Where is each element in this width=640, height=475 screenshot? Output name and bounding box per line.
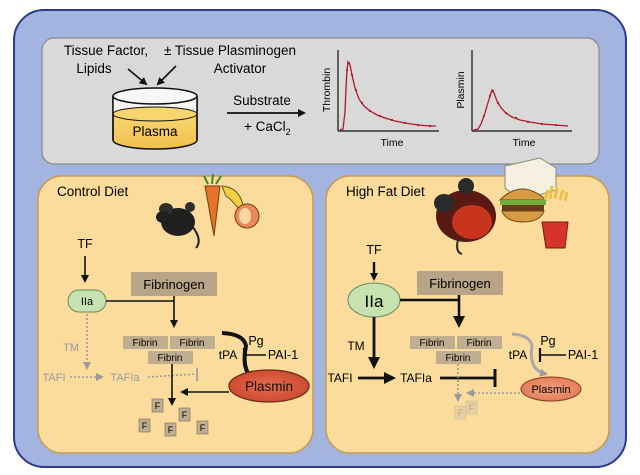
control-plasmin-label: Plasmin [245, 379, 293, 394]
highfat-iia-label: IIa [365, 292, 384, 311]
svg-text:F: F [142, 421, 148, 431]
highfat-tpa: tPA [509, 348, 527, 362]
highfat-title: High Fat Diet [346, 184, 425, 199]
control-plasmin-node [228, 369, 310, 403]
control-fibrin-1-label: Fibrin [132, 338, 157, 349]
control-diet-panel: Control Diet TF IIa Fibrinogen Fi [37, 173, 314, 454]
highfat-fibrin-1 [410, 336, 455, 349]
control-fibrinogen-label: Fibrinogen [143, 277, 204, 292]
highfat-fibrin-2-label: Fibrin [466, 338, 491, 349]
plasmin-points [482, 89, 558, 127]
highfat-fibrin-1-label: Fibrin [419, 338, 444, 349]
control-fibrin-3 [148, 351, 193, 364]
thrombin-ylabel: Thrombin [321, 68, 333, 113]
control-iia-label: IIa [81, 296, 94, 308]
carrot-icon [203, 173, 222, 237]
control-fragments: F F F F F [138, 398, 209, 437]
control-tf: TF [77, 237, 93, 251]
control-tafi: TAFI [42, 372, 65, 384]
control-fibrin-2 [170, 336, 215, 349]
plasmin-ylabel: Plasmin [455, 71, 467, 109]
svg-text:F: F [168, 425, 174, 435]
input-right-label-2: Activator [214, 61, 267, 76]
highfat-plasmin-label: Plasmin [531, 384, 570, 396]
plasmin-curve [473, 88, 569, 131]
control-pg: Pg [248, 334, 263, 348]
control-fibrin-3-label: Fibrin [157, 353, 182, 364]
control-fibrin-2-label: Fibrin [179, 338, 204, 349]
obese-mouse-icon [434, 178, 496, 255]
plasma-label: Plasma [132, 124, 178, 139]
black-mouse-icon [156, 202, 200, 249]
svg-text:F: F [200, 423, 206, 433]
highfat-pg: Pg [540, 334, 555, 348]
highfat-tf: TF [366, 243, 382, 257]
apple-icon [234, 203, 260, 229]
thrombin-plot: Thrombin Time [321, 50, 439, 149]
svg-text:F: F [469, 403, 475, 413]
substrate-label: Substrate [233, 93, 291, 108]
highfat-fibrinogen-label: Fibrinogen [429, 276, 490, 291]
thrombin-xlabel: Time [381, 137, 404, 149]
plasmin-plot: Plasmin Time [455, 50, 572, 149]
highfat-pai: PAI-1 [568, 348, 598, 362]
highfat-fibrin-2 [457, 336, 502, 349]
input-arrow-left [127, 68, 148, 86]
thrombin-points [345, 61, 432, 128]
control-tpa: tPA [219, 348, 237, 362]
control-pai: PAI-1 [268, 348, 298, 362]
input-left-label: Tissue Factor, [64, 43, 148, 58]
plasma-beaker: Plasma [112, 87, 198, 150]
plasmin-xlabel: Time [513, 137, 536, 149]
control-tafia: TAFIa [110, 372, 140, 384]
highfat-tafi: TAFI [327, 371, 352, 385]
highfat-fibrin-3 [436, 351, 481, 364]
control-fibrinogen-box [131, 272, 217, 296]
highfat-plasmin-node [520, 376, 582, 402]
highfat-fibrinogen-box [417, 271, 503, 295]
input-left-label-2: Lipids [76, 61, 112, 76]
highfat-fibrin-3-label: Fibrin [445, 353, 470, 364]
highfat-pg-to-plasmin-arrow [511, 332, 548, 377]
control-fibrin-1 [123, 336, 168, 349]
top-panel: Tissue Factor, Lipids ± Tissue Plasminog… [41, 37, 600, 165]
svg-text:F: F [182, 410, 188, 420]
highfat-tafia: TAFIa [400, 371, 432, 385]
input-right-label: ± Tissue Plasminogen [164, 43, 296, 58]
highfat-tm: TM [347, 339, 364, 353]
burger-icon [498, 188, 548, 223]
fries-icon [541, 185, 569, 249]
input-arrow-right [156, 65, 177, 86]
control-tm: TM [63, 342, 79, 354]
high-fat-diet-panel: High Fat Diet TF IIa Fibrinogen [325, 157, 610, 454]
cacl-label: + CaCl2 [244, 119, 291, 137]
highfat-fragments: F F [454, 400, 478, 420]
control-title: Control Diet [57, 184, 129, 199]
svg-text:F: F [155, 401, 161, 411]
svg-text:F: F [458, 408, 464, 418]
